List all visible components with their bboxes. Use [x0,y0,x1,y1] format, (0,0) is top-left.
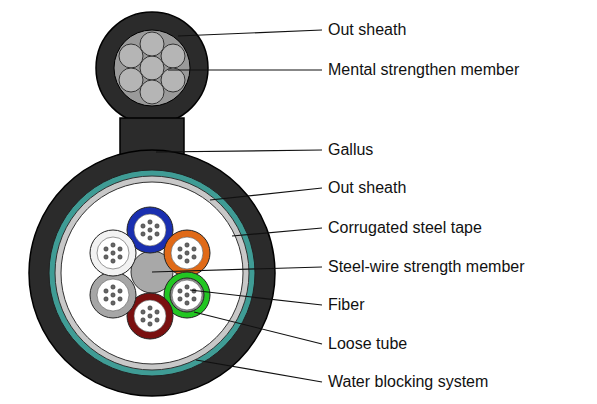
fiber [141,232,145,236]
fiber [178,247,182,251]
tube-gel [134,214,166,246]
fiber [141,318,145,322]
fiber [118,289,122,293]
fiber [148,236,152,240]
water-blocking-layer [55,176,249,370]
callout-label: Mental strengthen member [328,60,519,79]
loose-tube [164,230,210,276]
fiber [111,243,115,247]
outer-sheath [29,150,275,396]
fiber [148,322,152,326]
callout-label: Out sheath [328,178,406,197]
tube-gel [172,280,202,310]
fiber [104,289,108,293]
callout-label: Out sheath [328,20,406,39]
messenger-sheath [96,12,208,124]
callout-label: Water blocking system [328,372,488,391]
fiber [155,310,159,314]
fiber [192,247,196,251]
fiber [185,301,189,305]
fiber [148,220,152,224]
callout-label: Gallus [328,140,373,159]
fiber [178,289,182,293]
fiber [185,285,189,289]
fiber [111,301,115,305]
loose-tubes [90,207,210,339]
fiber [148,228,152,232]
loose-tube [90,230,136,276]
fiber [192,297,196,301]
fiber [111,285,115,289]
fiber [148,306,152,310]
fiber [185,293,189,297]
fiber [185,259,189,263]
callout-label: Loose tube [328,334,407,353]
fiber [178,297,182,301]
fiber [118,255,122,259]
callout-label: Fiber [328,295,364,314]
fiber [155,318,159,322]
leader-lines [152,30,322,382]
tube-gel [171,237,203,269]
fiber [185,251,189,255]
fiber [118,297,122,301]
loose-tube [90,272,136,318]
fiber [141,224,145,228]
callout-label: Steel-wire strength member [328,257,525,276]
callout-label: Corrugated steel tape [328,218,482,237]
fiber [155,224,159,228]
fiber [178,255,182,259]
fiber [104,255,108,259]
fiber [111,293,115,297]
fiber [141,310,145,314]
fiber [104,297,108,301]
tube-gel [134,300,166,332]
strand-group [119,32,185,104]
fiber [111,259,115,263]
tube-gel [97,237,129,269]
loose-tube-inner [170,278,204,312]
fiber [192,255,196,259]
metal-strength-member [114,30,190,106]
fiber [155,232,159,236]
tube-gel [97,279,129,311]
fiber [111,251,115,255]
fiber [118,247,122,251]
cable-core [61,182,243,364]
corrugated-steel-tape [49,170,255,376]
fibers [97,214,203,332]
fiber [104,247,108,251]
fiber [148,314,152,318]
fiber [185,243,189,247]
